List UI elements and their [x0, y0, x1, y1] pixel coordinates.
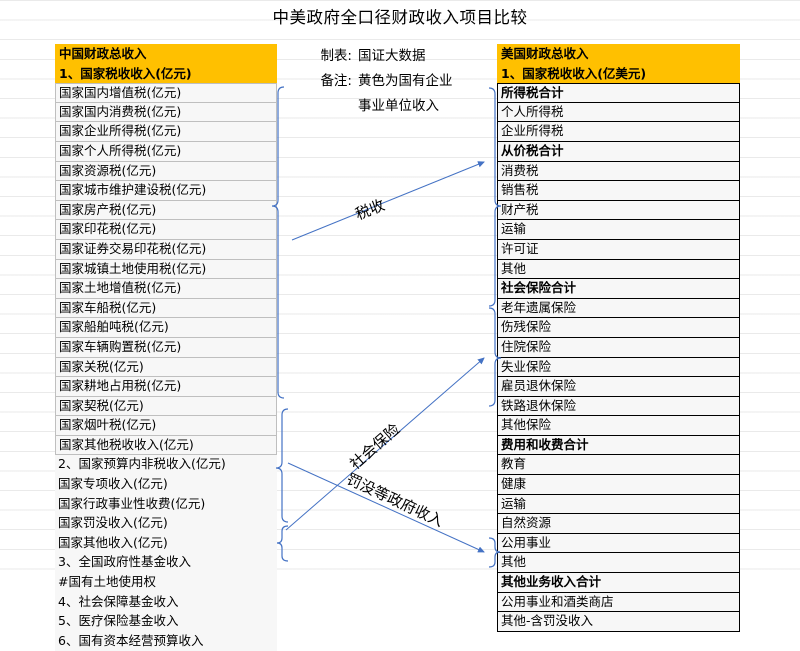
table-row: 国家土地增值税(亿元) — [55, 279, 277, 299]
note-label: 制表: — [320, 48, 352, 64]
note-value: 国证大数据 — [358, 48, 426, 64]
table-row: 铁路退休保险 — [497, 396, 740, 417]
table-row: 国家印花税(亿元) — [55, 220, 277, 240]
table-row: 老年遗属保险 — [497, 298, 740, 319]
table-row: 个人所得税 — [497, 102, 740, 123]
table-row: 企业所得税 — [497, 122, 740, 142]
table-row: 国家行政事业性收费(亿元) — [55, 494, 277, 515]
table-row: 费用和收费合计 — [497, 435, 740, 456]
china-table-rows: 国家国内增值税(亿元)国家国内消费税(亿元)国家企业所得税(亿元)国家个人所得税… — [55, 83, 277, 651]
table-row: 所得税合计 — [497, 83, 740, 103]
table-row: 国家城镇土地使用税(亿元) — [55, 259, 277, 280]
table-row: 运输 — [497, 494, 740, 515]
table-row: 6、国有资本经营预算收入 — [55, 631, 277, 651]
note-label: 备注: — [320, 73, 352, 89]
note-row: 制表: 国证大数据 — [300, 44, 453, 69]
note-row: 事业单位收入 — [300, 94, 453, 119]
table-row: 国家其他税收收入(亿元) — [55, 435, 277, 456]
table-row: #国有土地使用权 — [55, 573, 277, 593]
table-row: 公用事业 — [497, 533, 740, 554]
table-row: 销售税 — [497, 181, 740, 201]
table-row: 国家资源税(亿元) — [55, 161, 277, 182]
table-row: 国家国内消费税(亿元) — [55, 102, 277, 123]
note-value: 黄色为国有企业 — [358, 73, 453, 89]
table-row: 国家契税(亿元) — [55, 396, 277, 417]
table-row: 伤残保险 — [497, 318, 740, 338]
table-row: 国家耕地占用税(亿元) — [55, 377, 277, 397]
table-row: 国家个人所得税(亿元) — [55, 141, 277, 162]
table-row: 许可证 — [497, 239, 740, 260]
china-table-header-title: 中国财政总收入 — [55, 44, 277, 64]
table-row: 财产税 — [497, 200, 740, 221]
table-row: 国家罚没收入(亿元) — [55, 514, 277, 534]
table-row: 国家关税(亿元) — [55, 357, 277, 378]
table-row: 国家船舶吨税(亿元) — [55, 318, 277, 338]
notes-block: 制表: 国证大数据 备注: 黄色为国有企业 事业单位收入 — [300, 44, 453, 119]
table-row: 其他-含罚没收入 — [497, 612, 740, 632]
table-row: 雇员退休保险 — [497, 377, 740, 397]
table-row: 国家城市维护建设税(亿元) — [55, 181, 277, 201]
note-value: 事业单位收入 — [358, 98, 439, 114]
china-revenue-table: 中国财政总收入 1、国家税收收入(亿元) 国家国内增值税(亿元)国家国内消费税(… — [55, 44, 277, 651]
usa-table-header-subtitle: 1、国家税收收入(亿美元) — [497, 63, 740, 84]
table-row: 国家车辆购置税(亿元) — [55, 337, 277, 358]
table-row: 自然资源 — [497, 514, 740, 534]
table-row: 健康 — [497, 475, 740, 495]
table-row: 其他 — [497, 259, 740, 280]
usa-table-rows: 所得税合计个人所得税企业所得税从价税合计消费税销售税财产税运输许可证其他社会保险… — [497, 83, 740, 632]
table-row: 国家企业所得税(亿元) — [55, 122, 277, 142]
table-row: 3、全国政府性基金收入 — [55, 553, 277, 574]
table-row: 公用事业和酒类商店 — [497, 592, 740, 613]
table-row: 国家专项收入(亿元) — [55, 475, 277, 495]
table-row: 消费税 — [497, 161, 740, 182]
table-row: 其他 — [497, 553, 740, 574]
usa-revenue-table: 美国财政总收入 1、国家税收收入(亿美元) 所得税合计个人所得税企业所得税从价税… — [497, 44, 740, 632]
table-row: 国家国内增值税(亿元) — [55, 83, 277, 103]
table-row: 教育 — [497, 455, 740, 476]
page-title: 中美政府全口径财政收入项目比较 — [272, 8, 528, 27]
table-row: 运输 — [497, 220, 740, 240]
table-row: 2、国家预算内非税收入(亿元) — [55, 455, 277, 476]
table-row: 社会保险合计 — [497, 279, 740, 299]
table-row: 国家烟叶税(亿元) — [55, 416, 277, 436]
usa-table-header-title: 美国财政总收入 — [497, 44, 740, 64]
table-row: 国家其他收入(亿元) — [55, 533, 277, 554]
table-row: 住院保险 — [497, 337, 740, 358]
note-label — [300, 94, 358, 119]
table-row: 失业保险 — [497, 357, 740, 378]
table-row: 国家证券交易印花税(亿元) — [55, 239, 277, 260]
table-row: 其他业务收入合计 — [497, 573, 740, 593]
table-row: 5、医疗保险基金收入 — [55, 612, 277, 632]
table-row: 国家车船税(亿元) — [55, 298, 277, 319]
table-row: 4、社会保障基金收入 — [55, 592, 277, 613]
table-row: 国家房产税(亿元) — [55, 200, 277, 221]
table-row: 从价税合计 — [497, 141, 740, 162]
table-row: 其他保险 — [497, 416, 740, 436]
note-row: 备注: 黄色为国有企业 — [300, 69, 453, 94]
china-table-header-subtitle: 1、国家税收收入(亿元) — [55, 63, 277, 84]
